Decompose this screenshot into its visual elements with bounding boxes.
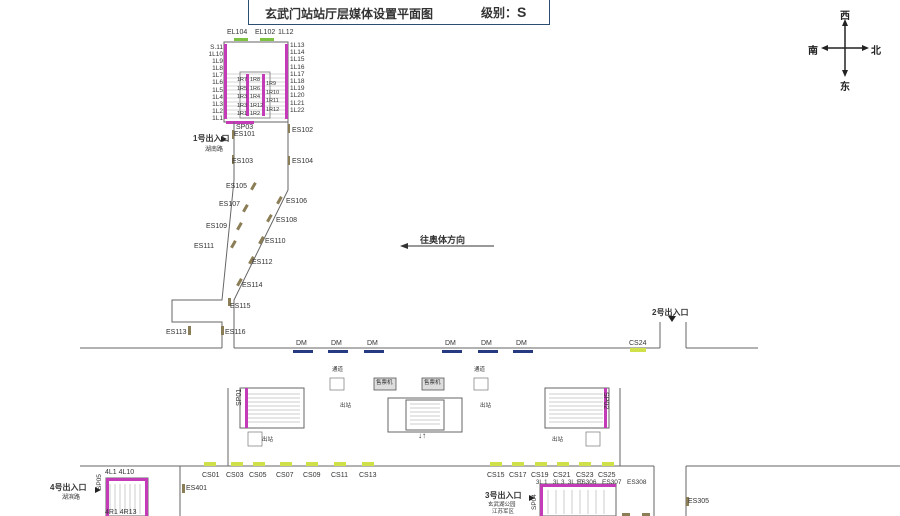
label-es305: ES305 — [688, 498, 710, 505]
label-4r: 4R1 4R13 — [105, 509, 137, 516]
label-sp04: SP04 — [531, 494, 538, 510]
gate-low-left-label: 出站 — [262, 437, 274, 443]
label-cs19: CS19 — [531, 472, 549, 479]
label-es108: ES108 — [276, 217, 298, 224]
exit1-label: 1号出入口 — [193, 134, 230, 143]
label-es105: ES105 — [226, 183, 248, 190]
exit3-road2: 江苏军区 — [492, 509, 515, 515]
compass-south: 南 — [808, 46, 818, 57]
label-cs13: CS13 — [359, 472, 377, 479]
label-cs01: CS01 — [202, 472, 220, 479]
compass-east: 东 — [840, 82, 850, 93]
label-3l1: 3L 1 — [536, 480, 548, 486]
ticket-machine-left: 售票机 — [376, 380, 393, 386]
title-bar: 玄武门站站厅层媒体设置平面图 级别：S — [248, 0, 550, 25]
label-cs05: CS05 — [249, 472, 267, 479]
label-es115: ES115 — [230, 303, 251, 310]
label-es113: ES113 — [166, 329, 187, 336]
exit3-road: 玄武湖公园 — [488, 502, 516, 508]
exit3-label: 3号出入口 — [485, 491, 522, 500]
label-sp02: SP02 — [602, 392, 609, 410]
label-sp05: SP05 — [96, 474, 103, 490]
exit1-road: 湖南路 — [205, 147, 224, 153]
map-title: 玄武门站站厅层媒体设置平面图 — [265, 7, 434, 21]
label-es104: ES104 — [292, 158, 314, 165]
label-3l10: 3L 10 — [568, 480, 583, 486]
label-es109: ES109 — [206, 223, 228, 230]
exit-text-left: 出站 — [340, 403, 352, 409]
compass-west: 西 — [840, 11, 850, 22]
label-es103: ES103 — [232, 158, 254, 165]
exit4-label: 4号出入口 — [50, 483, 87, 492]
label-es101: ES101 — [234, 131, 256, 138]
label-es401: ES401 — [186, 485, 208, 492]
exit4-road: 湖滨路 — [62, 495, 81, 501]
label-cs21: CS21 — [553, 472, 571, 479]
label-es306: ES306 — [577, 479, 597, 486]
label-4l: 4L1 4L10 — [105, 469, 135, 476]
exit-text-right: 出站 — [480, 403, 492, 409]
label-es106: ES106 — [286, 198, 308, 205]
label-es114: ES114 — [242, 282, 263, 289]
level-value: S — [517, 4, 527, 20]
label-es308: ES308 — [627, 479, 647, 486]
level-indicator: 级别：S — [481, 4, 527, 20]
label-dm-6: DM — [516, 340, 527, 347]
gate-right-label: 通道 — [474, 367, 486, 373]
label-cs17: CS17 — [509, 472, 527, 479]
label-cs15: CS15 — [487, 472, 505, 479]
label-sp03: SP03 — [236, 124, 254, 131]
label-cs24: CS24 — [629, 340, 647, 347]
gate-low-right-label: 出站 — [552, 437, 564, 443]
label-cs07: CS07 — [276, 472, 294, 479]
direction-label: 往奥体方向 — [420, 235, 466, 245]
label-dm-5: DM — [481, 340, 492, 347]
label-es110: ES110 — [265, 238, 286, 245]
label-el104: EL104 — [227, 29, 248, 36]
label-dm-1: DM — [296, 340, 307, 347]
label-el102: EL102 — [255, 29, 276, 36]
label-cs25: CS25 — [598, 472, 616, 479]
label-es112: ES112 — [252, 259, 273, 266]
label-es307: ES307 — [602, 479, 622, 486]
exit2-label: 2号出入口 — [652, 308, 689, 317]
gate-left-label: 通道 — [332, 367, 344, 373]
label-es102: ES102 — [292, 127, 314, 134]
label-dm-4: DM — [445, 340, 456, 347]
label-cs23: CS23 — [576, 472, 594, 479]
compass-north: 北 — [871, 46, 881, 57]
label-es111: ES111 — [194, 243, 214, 250]
label-cs11: CS11 — [331, 472, 348, 479]
label-cs09: CS09 — [303, 472, 321, 479]
label-es107: ES107 — [219, 201, 241, 208]
compass-rose: 西 南 北 东 — [805, 5, 885, 93]
label-sp01: SP01 — [236, 388, 243, 406]
compass-arrows-icon — [821, 19, 869, 77]
label-dm-3: DM — [367, 340, 378, 347]
label-1l12: 1L12 — [278, 29, 294, 36]
updown-arrow-icon: ↓↑ — [418, 431, 426, 440]
label-es116: ES116 — [225, 329, 246, 336]
label-dm-2: DM — [331, 340, 342, 347]
ticket-machine-right: 售票机 — [424, 380, 441, 386]
label-3l3: 3L 3 — [553, 480, 565, 486]
exit1-stair-block — [223, 38, 289, 124]
label-cs03: CS03 — [226, 472, 244, 479]
